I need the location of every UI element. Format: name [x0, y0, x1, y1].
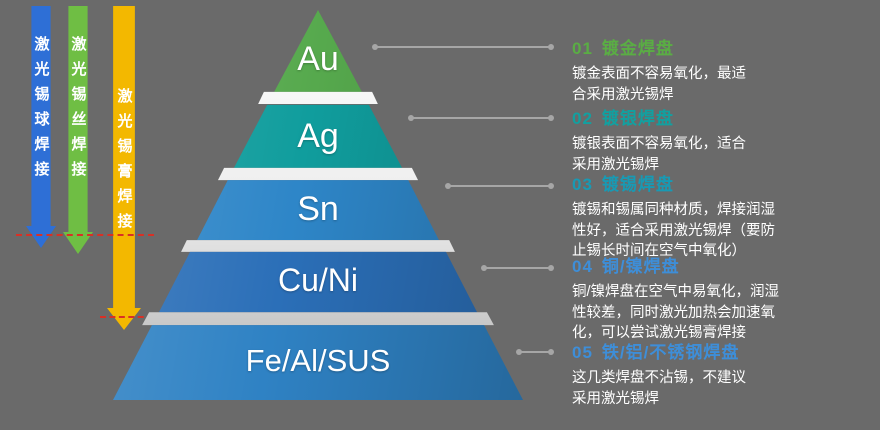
annotation-name: 镀银焊盘	[601, 109, 674, 128]
layer-separator-2	[217, 167, 419, 181]
annotation-title: 03 镀锡焊盘	[572, 170, 787, 195]
annotation-tin-pad: 03 镀锡焊盘 镀锡和锡属同种材质，焊接润湿性好，适合采用激光锡焊（要防止锡长时间…	[572, 170, 787, 262]
layer-separator-3	[181, 240, 455, 252]
annotation-copper-nickel-pad: 04 铜/镍焊盘 铜/镍焊盘在空气中易氧化，润湿性较差，同时激光加热会加速氧化，可…	[572, 252, 787, 344]
materials-pyramid: Au Ag Sn Cu/Ni Fe/Al/SUS	[113, 8, 523, 400]
layer-symbol-sn: Sn	[297, 190, 339, 228]
annotation-number: 01	[572, 39, 593, 58]
laser-solder-ball-label: 激光锡球焊接	[32, 36, 50, 186]
layer-symbol-fe: Fe/Al/SUS	[245, 343, 391, 378]
pyramid-layer-copper-nickel	[158, 251, 478, 313]
annotation-body: 镀锡和锡属同种材质，焊接润湿性好，适合采用激光锡焊（要防止锡长时间在空气中氧化）	[572, 202, 775, 260]
annotation-name: 镀金焊盘	[601, 39, 674, 58]
leader-line-2	[408, 115, 554, 121]
leader-line-5	[516, 349, 554, 355]
annotation-name: 镀锡焊盘	[601, 175, 674, 194]
annotation-silver-pad: 02 镀银焊盘 镀银表面不容易氧化，适合采用激光锡焊	[572, 104, 758, 175]
layer-symbol-ag: Ag	[297, 117, 339, 155]
annotation-gold-pad: 01 镀金焊盘 镀金表面不容易氧化，最适合采用激光锡焊	[572, 34, 758, 105]
laser-solder-wire-arrow: 激光锡丝焊接	[63, 6, 93, 254]
annotation-title: 02 镀银焊盘	[572, 104, 758, 129]
laser-solder-ball-arrow: 激光锡球焊接	[26, 6, 56, 248]
annotation-body: 镀银表面不容易氧化，适合采用激光锡焊	[572, 136, 746, 173]
annotation-title: 01 镀金焊盘	[572, 34, 758, 59]
pyramid-layer-iron-aluminum-steel	[113, 325, 523, 400]
laser-solder-paste-label: 激光锡膏焊接	[115, 88, 133, 238]
annotation-body: 铜/镍焊盘在空气中易氧化，润湿性较差，同时激光加热会加速氧化，可以尝试激光锡膏焊…	[572, 284, 780, 342]
annotation-number: 05	[572, 343, 593, 362]
pyramid-layer-silver	[233, 104, 403, 168]
annotation-number: 02	[572, 109, 593, 128]
pyramid-layer-tin	[197, 180, 439, 241]
layer-symbol-au: Au	[297, 40, 339, 78]
annotation-body: 镀金表面不容易氧化，最适合采用激光锡焊	[572, 66, 746, 103]
annotation-body: 这几类焊盘不沾锡，不建议采用激光锡焊	[572, 370, 746, 407]
level-marker-line-upper	[16, 234, 154, 236]
annotation-name: 铜/镍焊盘	[601, 257, 680, 276]
annotation-number: 03	[572, 175, 593, 194]
leader-line-4	[481, 265, 554, 271]
layer-symbol-cuni: Cu/Ni	[277, 262, 358, 298]
annotation-title: 04 铜/镍焊盘	[572, 252, 787, 277]
level-marker-line-lower	[100, 316, 172, 318]
annotation-title: 05 铁/铝/不锈钢焊盘	[572, 338, 758, 363]
annotation-iron-aluminum-steel-pad: 05 铁/铝/不锈钢焊盘 这几类焊盘不沾锡，不建议采用激光锡焊	[572, 338, 758, 409]
annotation-number: 04	[572, 257, 593, 276]
leader-line-3	[445, 183, 554, 189]
annotation-name: 铁/铝/不锈钢焊盘	[601, 343, 740, 362]
laser-solder-wire-label: 激光锡丝焊接	[69, 36, 87, 186]
leader-line-1	[372, 44, 554, 50]
layer-separator-4	[142, 312, 494, 326]
layer-separator-1	[258, 91, 378, 105]
